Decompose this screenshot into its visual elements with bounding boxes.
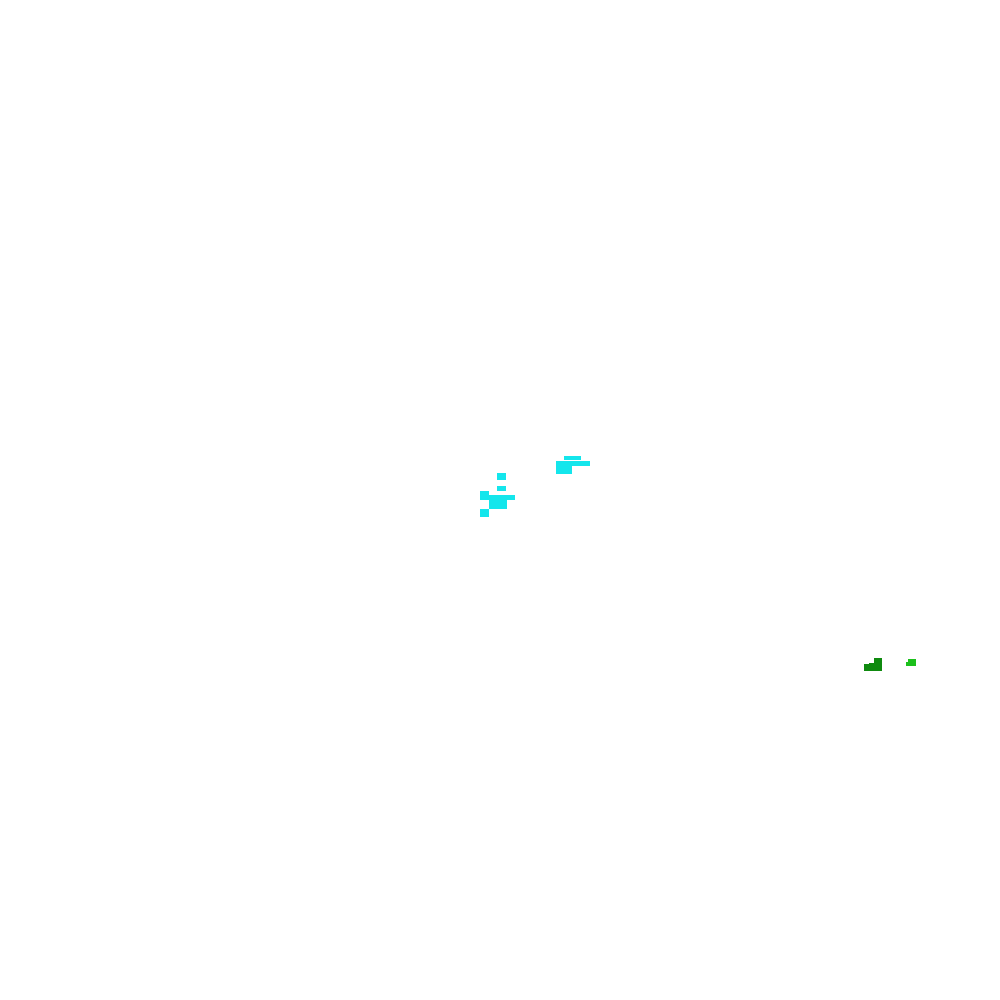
pixel-block bbox=[874, 658, 882, 663]
pixel-block bbox=[480, 509, 489, 517]
pixel-block bbox=[480, 491, 489, 500]
pixel-block bbox=[556, 466, 572, 474]
dark-green-pixel-cluster bbox=[864, 658, 882, 671]
light-green-pixel-cluster bbox=[906, 659, 916, 666]
pixel-block bbox=[556, 461, 590, 466]
cyan-pixel-cluster-lower bbox=[480, 473, 515, 517]
pixel-block bbox=[906, 662, 916, 666]
pixel-block bbox=[497, 486, 506, 491]
pixel-block bbox=[564, 456, 581, 460]
cyan-pixel-cluster-upper bbox=[556, 456, 590, 474]
pixel-block bbox=[908, 659, 916, 662]
pixel-block bbox=[864, 664, 882, 671]
pixel-block bbox=[497, 473, 506, 480]
pixel-block bbox=[489, 495, 515, 500]
pixel-block bbox=[489, 500, 507, 509]
